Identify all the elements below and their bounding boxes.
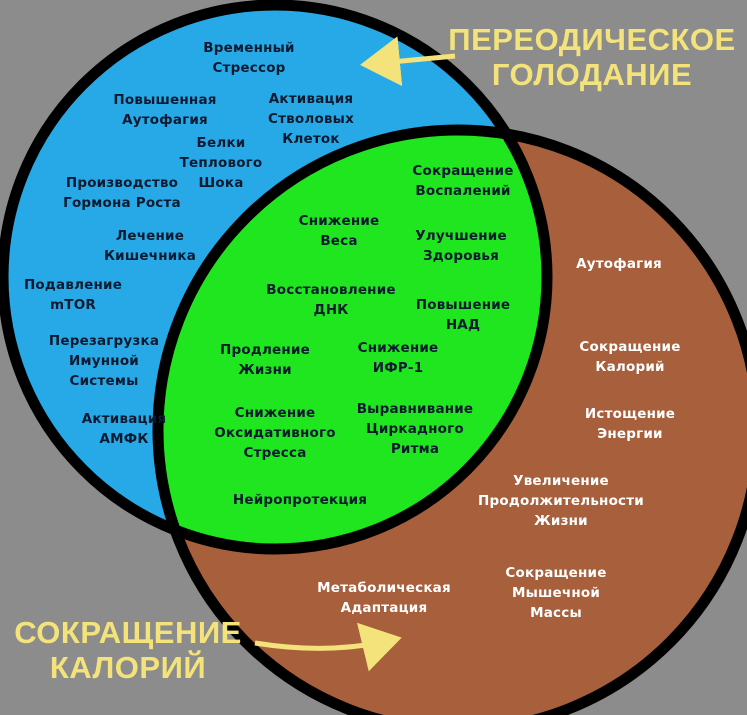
fasting-circle-outline [0, 0, 553, 555]
fasting-arrow [360, 36, 456, 87]
calorie-circle-outline [152, 124, 747, 715]
calorie-arrow [254, 622, 402, 672]
overlap-region [158, 130, 547, 549]
label-neuroprotection: Нейропротекция [232, 492, 368, 508]
label-autophagy: Аутофагия [576, 256, 662, 272]
